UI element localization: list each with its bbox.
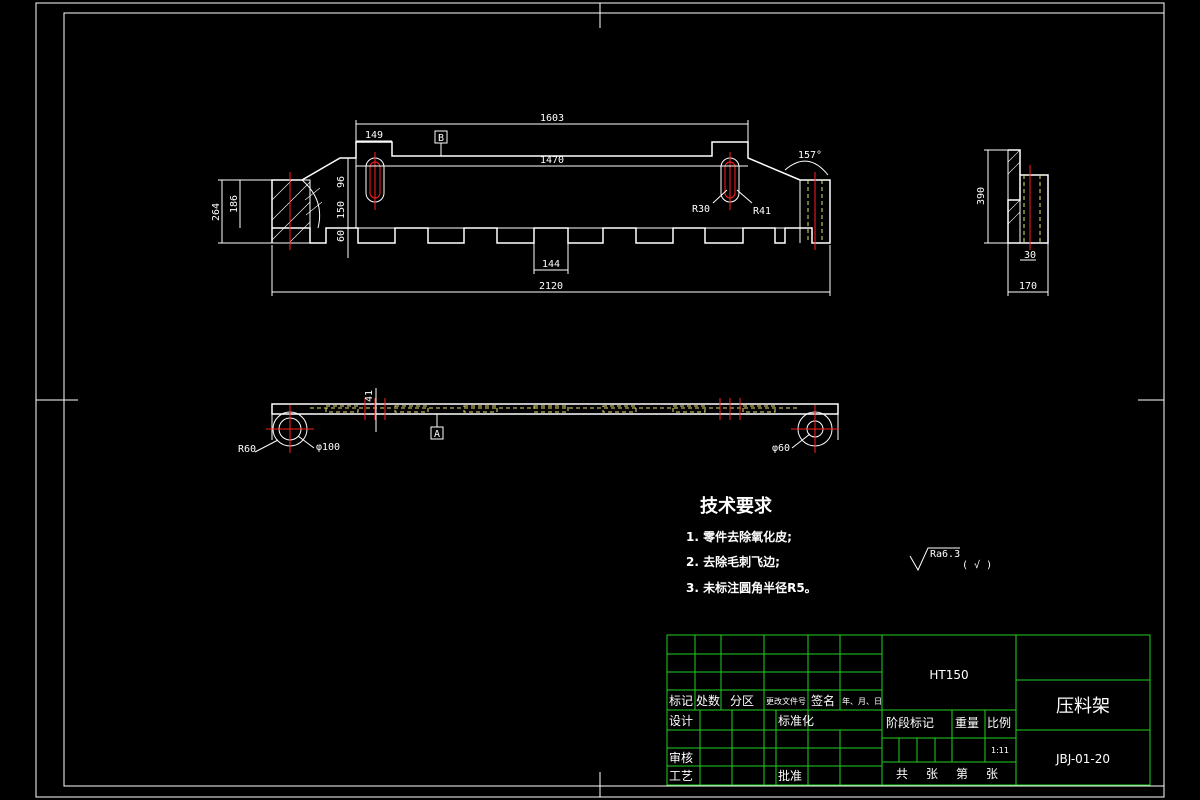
surface-finish: Ra6.3 ( √ )	[909, 547, 992, 572]
dim-r30: R30	[692, 204, 710, 215]
sheet-border	[35, 2, 1165, 798]
top-view: R60 φ100 φ60 41 A	[238, 388, 839, 455]
dim-41: 41	[364, 390, 375, 402]
dim-96: 96	[336, 176, 347, 188]
dim-r60: R60	[238, 444, 256, 455]
tb-standardization: 标准化	[778, 714, 814, 728]
dim-1603: 1603	[540, 113, 564, 124]
roughness-value: Ra6.3	[930, 549, 960, 560]
side-web	[1007, 149, 1021, 244]
angle-arc	[784, 160, 829, 176]
drawing-frame	[63, 12, 1165, 787]
left-boss-section	[271, 179, 311, 244]
front-view: 1603 149 1470 B 264 186 96 150 60 144 21…	[211, 113, 831, 296]
dim-144: 144	[542, 259, 560, 270]
tb-material: HT150	[929, 668, 968, 682]
dim-1470: 1470	[540, 155, 564, 166]
datum-a-box	[430, 426, 444, 440]
dim-150: 150	[336, 201, 347, 219]
technical-requirements: 技术要求 1. 零件去除氧化皮; 2. 去除毛刺飞边; 3. 未标注圆角半径R5…	[686, 495, 817, 595]
title-block: 标记 处数 分区 更改文件号 签名 年、月、日 设计 标准化 审核 工艺 批准 …	[666, 634, 1151, 786]
dim-157: 157°	[798, 150, 822, 161]
roughness-rest: ( √ )	[962, 559, 992, 571]
tb-approve: 批准	[778, 768, 802, 783]
tb-design: 设计	[669, 714, 693, 728]
dim-186: 186	[229, 195, 240, 213]
top-hidden-feet	[325, 405, 776, 413]
dim-2120: 2120	[539, 281, 563, 292]
tb-review: 审核	[669, 750, 693, 765]
dim-264: 264	[211, 203, 222, 221]
dim-60: 60	[336, 230, 347, 242]
dim-390: 390	[976, 187, 987, 205]
tech-title: 技术要求	[700, 495, 773, 517]
side-outline	[1007, 149, 1049, 244]
tb-header-zone: 分区	[730, 694, 754, 708]
tech-item-1: 1. 零件去除氧化皮;	[686, 529, 792, 544]
tb-header-count: 处数	[696, 693, 720, 708]
dim-r41: R41	[753, 206, 771, 217]
left-boss-hatch	[271, 179, 323, 244]
tb-header-mark: 标记	[669, 694, 693, 708]
dim-phi60: φ60	[772, 443, 790, 454]
tb-sheet-unit-1: 张	[926, 767, 938, 781]
tb-part-name: 压料架	[1056, 696, 1110, 717]
top-outline	[271, 403, 839, 415]
side-view: 390 30 170	[976, 149, 1049, 296]
tech-item-2: 2. 去除毛刺飞边;	[686, 554, 780, 569]
tb-scale: 1:11	[991, 746, 1009, 755]
tb-sheet-no: 第	[956, 767, 968, 781]
datum-a-label: A	[434, 429, 440, 440]
roughness-symbol-icon	[909, 547, 960, 572]
dim-30: 30	[1024, 250, 1036, 261]
dim-149: 149	[365, 130, 383, 141]
tech-item-3: 3. 未标注圆角半径R5。	[686, 580, 817, 595]
tb-drawing-number: JBJ-01-20	[1055, 752, 1110, 766]
tb-header-change: 更改文件号	[766, 696, 806, 706]
tb-sheet-unit-2: 张	[986, 767, 998, 781]
tb-header-date: 年、月、日	[842, 696, 882, 706]
tb-process: 工艺	[669, 769, 693, 783]
tb-stage-mark: 阶段标记	[886, 715, 934, 730]
dim-170: 170	[1019, 281, 1037, 292]
tb-header-sign: 签名	[811, 693, 835, 708]
dim-phi100: φ100	[316, 442, 340, 453]
datum-b-label: B	[438, 133, 444, 144]
side-hatch	[1007, 149, 1021, 225]
tb-sheet-total: 共	[896, 767, 908, 781]
tb-weight: 重量	[955, 716, 979, 730]
tb-scale-label: 比例	[987, 716, 1011, 730]
